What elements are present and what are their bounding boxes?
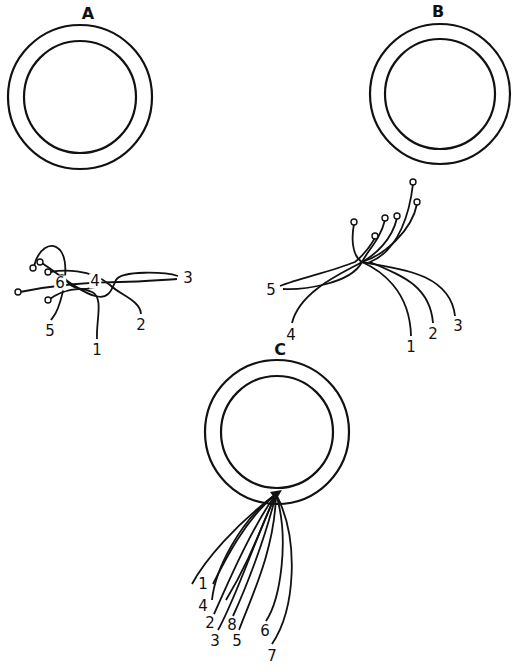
- callout-number: 5: [265, 283, 277, 298]
- callout-number: 5: [231, 634, 243, 649]
- callout-number: 1: [91, 343, 103, 358]
- callout-number: 5: [44, 324, 56, 339]
- egg-outline: [370, 24, 510, 164]
- callout-number: 1: [405, 340, 417, 355]
- callout-number: 4: [285, 328, 297, 343]
- callout-number: 2: [135, 318, 147, 333]
- callout-number: 2: [204, 616, 216, 631]
- egg-outline: [205, 360, 349, 504]
- callout-number: 6: [54, 276, 66, 291]
- callout-number: 3: [209, 634, 221, 649]
- callout-number: 4: [197, 599, 209, 614]
- filaments-c: [192, 494, 292, 644]
- filaments-a: [20, 246, 178, 339]
- callout-number: 2: [427, 327, 439, 342]
- egg-inner: [221, 376, 333, 488]
- egg-outline: [8, 25, 152, 169]
- egg-inner: [385, 39, 495, 149]
- convergence-tip: [270, 490, 282, 500]
- panel-letter: C: [273, 342, 287, 358]
- filaments-b: [280, 184, 455, 336]
- callout-number: 4: [89, 274, 101, 289]
- callout-number: 8: [226, 618, 238, 633]
- panel-letter: B: [431, 4, 445, 20]
- egg-inner: [24, 41, 136, 153]
- callout-number: 7: [266, 649, 278, 664]
- callout-number: 6: [259, 624, 271, 639]
- callout-number: 1: [197, 577, 209, 592]
- panel-letter: A: [81, 6, 95, 22]
- callout-number: 3: [182, 271, 194, 286]
- callout-number: 3: [452, 319, 464, 334]
